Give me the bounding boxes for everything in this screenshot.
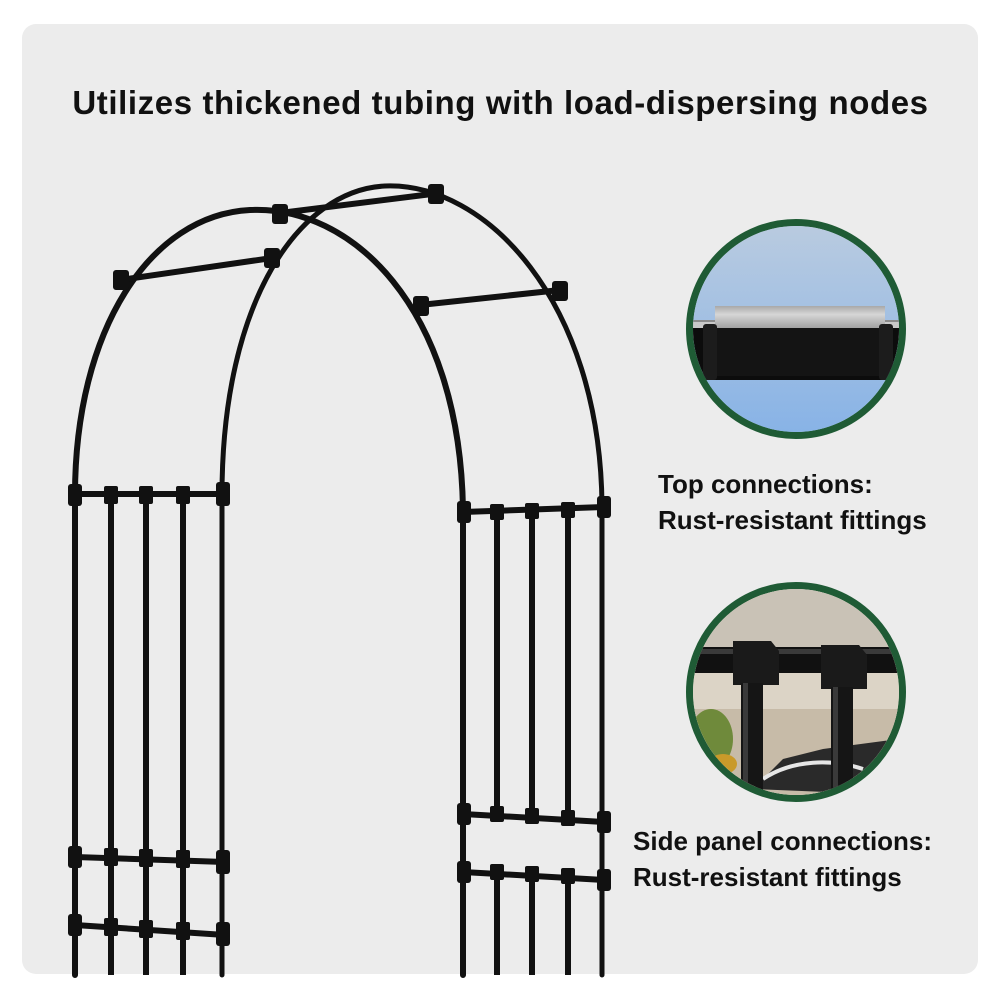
top-connections-caption: Top connections: Rust-resistant fittings — [658, 466, 927, 538]
side-connection-closeup — [686, 582, 906, 802]
side-connections-title: Side panel connections: — [633, 826, 933, 856]
top-connections-title: Top connections: — [658, 469, 873, 499]
top-connections-detail: Rust-resistant fittings — [658, 505, 927, 535]
side-connections-caption: Side panel connections: Rust-resistant f… — [633, 823, 932, 895]
side-connections-detail: Rust-resistant fittings — [633, 862, 902, 892]
top-connection-closeup-image — [693, 226, 899, 432]
side-connection-closeup-image — [693, 589, 899, 795]
headline: Utilizes thickened tubing with load-disp… — [72, 84, 929, 121]
top-connection-closeup — [686, 219, 906, 439]
